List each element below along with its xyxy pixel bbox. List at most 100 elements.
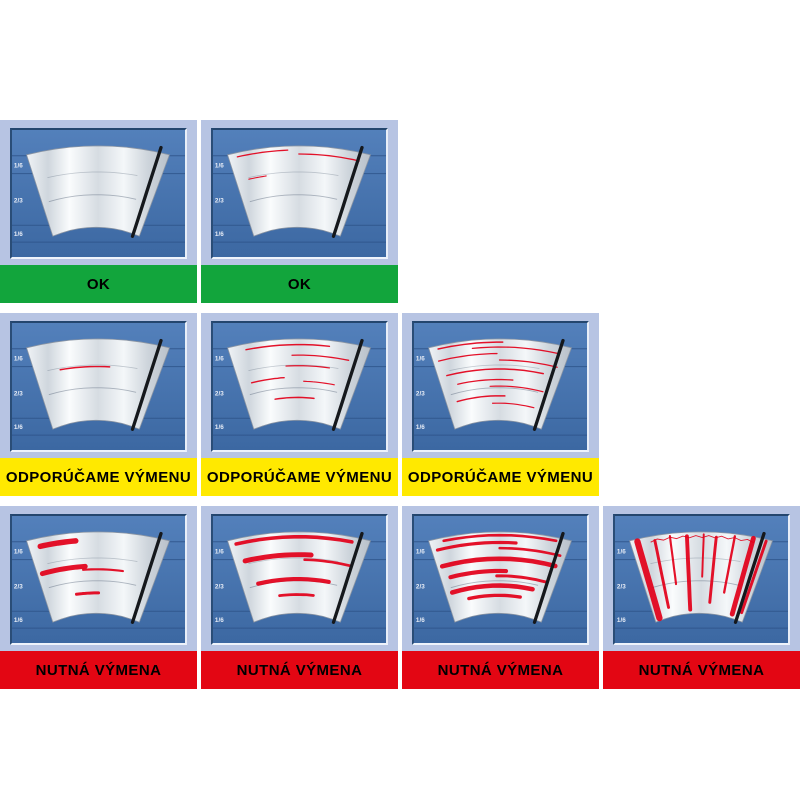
windshield-graphic: 1/6 2/3 1/6 [201, 313, 398, 458]
windshield-svg: 1/62/31/6 [12, 338, 185, 436]
status-label: OK [86, 275, 111, 293]
zone-fraction-label: 1/6 [215, 163, 224, 170]
windshield-svg: 1/62/31/6 [414, 338, 587, 436]
smear-streak [442, 533, 558, 543]
smear-streak [471, 346, 559, 355]
zone-fraction-label: 1/6 [416, 424, 425, 431]
windshield-graphic: 1/6 2/3 1/6 [402, 506, 599, 651]
zone-fraction-label: 1/6 [215, 617, 224, 624]
zone-fraction-label: 2/3 [617, 583, 626, 590]
windshield-svg: 1/62/31/6 [213, 145, 386, 243]
smear-streak [59, 365, 111, 371]
zone-fraction-label: 2/3 [14, 390, 23, 397]
windshield-panel: 1/6 2/3 1/6 [211, 321, 388, 452]
run-down-streak [653, 539, 671, 609]
zone-fraction-label: 2/3 [215, 390, 224, 397]
zone-fraction-label: 2/3 [416, 390, 425, 397]
zone-fraction-label: 1/6 [617, 617, 626, 624]
status-band-replace-required: NUTNÁ VÝMENA [402, 651, 599, 689]
smear-streak [256, 577, 331, 586]
wiper-blade [130, 338, 163, 431]
zone-fraction-label: 2/3 [14, 583, 23, 590]
wiper-blade [331, 145, 364, 238]
status-band-replace-required: NUTNÁ VÝMENA [201, 651, 398, 689]
zone-fraction-label: 1/6 [215, 356, 224, 363]
status-band-replace-required: NUTNÁ VÝMENA [603, 651, 800, 689]
zone-fraction-label: 1/6 [215, 231, 224, 238]
status-label: NUTNÁ VÝMENA [236, 661, 363, 679]
zone-fraction-label: 2/3 [416, 583, 425, 590]
smear-streak [449, 583, 535, 595]
zone-fraction-label: 2/3 [14, 197, 23, 204]
zone-fraction-label: 1/6 [14, 617, 23, 624]
smear-streak [248, 175, 267, 180]
windshield-svg: 1/62/31/6 [12, 531, 185, 629]
zone-fraction-label: 1/6 [416, 549, 425, 556]
run-down-streak [701, 533, 705, 578]
smear-streak [245, 343, 331, 351]
status-label: OK [287, 275, 312, 293]
run-down-streak [740, 539, 768, 615]
smear-streak [234, 535, 354, 546]
smear-streak [236, 149, 289, 158]
status-band-replace-recommended: ODPORÚČAME VÝMENU [0, 458, 197, 496]
smear-streak [437, 341, 504, 350]
run-down-streak [668, 534, 678, 586]
smear-streak [298, 153, 360, 162]
smear-streak [448, 568, 509, 580]
zone-fraction-label: 1/6 [14, 356, 23, 363]
wiped-area-shape [227, 338, 371, 430]
status-band-replace-required: NUTNÁ VÝMENA [0, 651, 197, 689]
wiper-blade [532, 338, 565, 431]
smear-streak [74, 591, 101, 596]
wiped-area-shape [26, 338, 170, 430]
smear-streak [467, 593, 522, 601]
zone-fraction-label: 1/6 [416, 617, 425, 624]
wiped-area-shape [26, 145, 170, 237]
status-band-ok: OK [201, 265, 398, 303]
smear-streak [303, 558, 352, 568]
status-band-ok: OK [0, 265, 197, 303]
smear-streak [81, 568, 124, 573]
windshield-svg: 1/62/31/6 [615, 531, 788, 629]
scribble-mark [650, 535, 755, 544]
smear-streak [250, 376, 285, 384]
status-label: ODPORÚČAME VÝMENU [5, 468, 192, 486]
smear-streak [498, 359, 558, 368]
status-label: NUTNÁ VÝMENA [35, 661, 162, 679]
smear-streak [495, 574, 548, 584]
windshield-svg: 1/6 2/3 1/6 [414, 531, 587, 629]
smear-streak [491, 402, 535, 409]
wiper-blade [130, 531, 163, 624]
zone-fraction-label: 1/6 [215, 424, 224, 431]
smear-streak [274, 396, 315, 400]
smear-streak [291, 354, 350, 361]
status-label: NUTNÁ VÝMENA [638, 661, 765, 679]
smear-streak [498, 546, 562, 557]
smear-streak [437, 352, 498, 362]
zone-fraction-label: 2/3 [215, 583, 224, 590]
run-down-streak [708, 535, 718, 604]
smear-streak [439, 556, 558, 569]
run-down-streak [722, 535, 737, 594]
wiped-area-shape [428, 338, 572, 430]
